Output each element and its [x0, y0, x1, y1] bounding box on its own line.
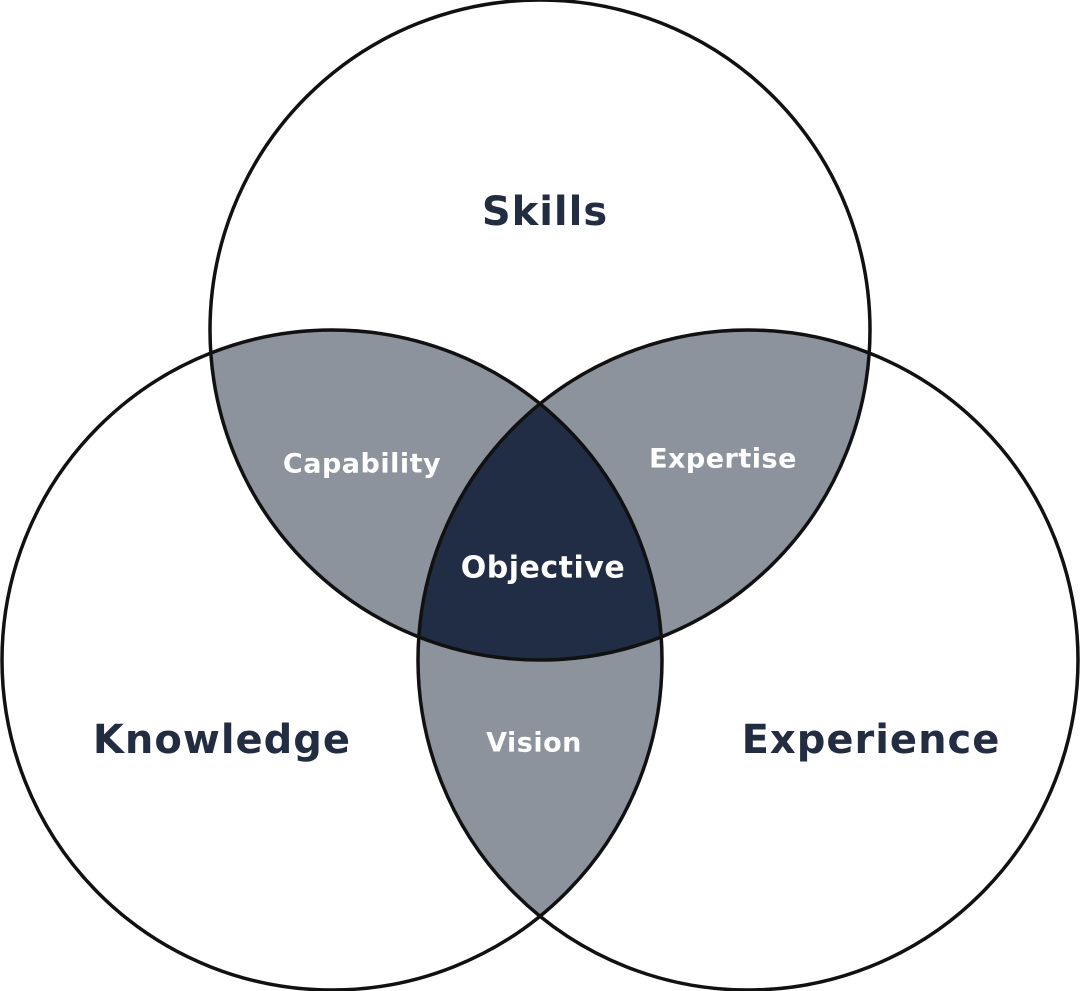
experience-circle: [416, 328, 1080, 991]
knowledge-label: Knowledge: [93, 717, 351, 763]
expertise-label: Expertise: [649, 444, 797, 475]
overlap-skills-experience-region: [418, 330, 870, 660]
skills-label: Skills: [482, 189, 608, 235]
capability-label: Capability: [283, 449, 441, 480]
skills-circle: [208, 0, 872, 662]
overlap-skills-knowledge-region: [210, 330, 662, 660]
vision-label: Vision: [486, 728, 582, 759]
objective-label: Objective: [461, 551, 625, 586]
knowledge-circle: [0, 328, 664, 991]
center-intersection-region: [418, 330, 662, 660]
experience-label: Experience: [742, 717, 1001, 763]
